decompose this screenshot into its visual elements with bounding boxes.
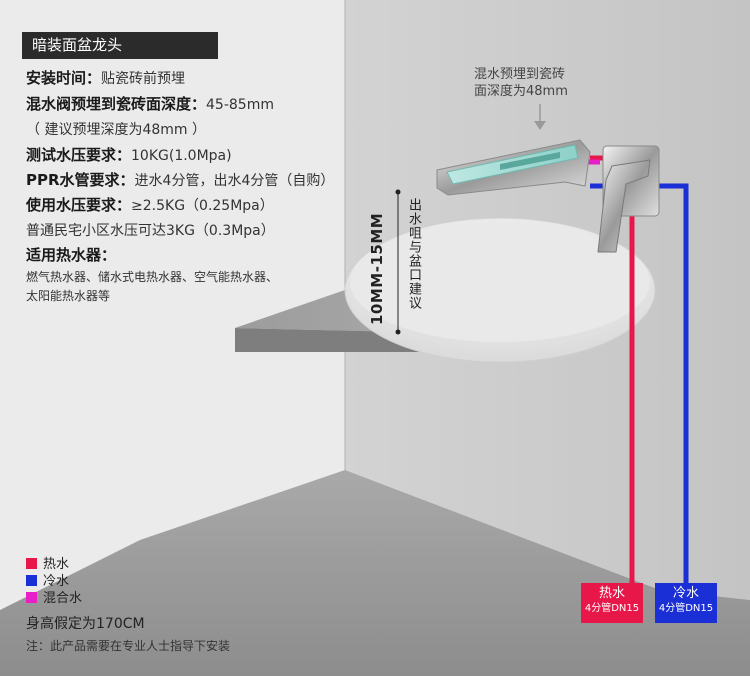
spec-value: ≥2.5KG（0.25Mpa） [131,198,274,214]
legend-label: 混合水 [43,591,83,606]
hot-pipe-name: 热水 [598,586,625,601]
spec-key: 适用热水器： [26,246,117,264]
spec-ppr-pipe: PPR水管要求：进水4分管，出水4分管（自购） [26,169,334,190]
handle-lever [597,159,651,253]
floor [0,470,750,676]
height-note: 身高假定为170CM [26,616,145,632]
heaters-line-2: 太阳能热水器等 [26,289,111,303]
distance-dim-end-bottom [395,329,401,335]
callout-line-2: 面深度为48mm [474,84,568,99]
hot-swatch-icon [26,558,37,569]
spec-use-pressure: 使用水压要求：≥2.5KG（0.25Mpa） [26,194,274,215]
spec-residential-pressure: 普通民宅小区水压可达3KG（0.3Mpa） [26,220,275,240]
legend-label: 热水 [43,557,70,572]
spec-embed-depth: 混水阀预埋到瓷砖面深度：45-85mm [26,93,274,114]
legend-mixed: 混合水 [26,591,82,607]
spec-key: PPR水管要求： [26,171,135,189]
spec-value: （ 建议预埋深度为48mm ） [26,122,206,138]
mixed-swatch-icon [26,592,37,603]
spec-key: 使用水压要求： [26,196,132,214]
spec-key: 测试水压要求： [26,146,132,164]
basin-bowl [350,222,650,342]
cold-pipe-name: 冷水 [672,586,699,601]
embed-depth-callout: 混水预埋到瓷砖 面深度为48mm [474,66,568,100]
spec-install-time: 安装时间：贴瓷砖前预埋 [26,67,185,88]
heaters-line-1: 燃气热水器、储水式电热水器、空气能热水器、 [26,270,279,284]
spout-slot [500,152,560,170]
spec-embed-recommend: （ 建议预埋深度为48mm ） [26,119,206,139]
distance-dim-label: 10MM-15MM [368,212,386,325]
cold-pipe-label: 冷水 4分管DN15 [655,583,717,623]
spec-key: 混水阀预埋到瓷砖面深度： [26,95,207,113]
cold-swatch-icon [26,575,37,586]
spec-key: 安装时间： [26,69,102,87]
legend-hot: 热水 [26,557,69,573]
spec-value: 贴瓷砖前预埋 [101,71,186,87]
spec-heaters: 适用热水器： [26,244,116,265]
distance-note: 出水咀与盆口建议 [406,198,421,310]
spec-value: 进水4分管，出水4分管（自购） [134,173,335,189]
cold-pipe-spec: 4分管DN15 [658,603,714,614]
page-title: 暗装面盆龙头 [22,32,218,59]
spec-value: 普通民宅小区水压可达3KG（0.3Mpa） [26,223,275,239]
install-note: 注：此产品需要在专业人士指导下安装 [26,639,231,653]
hot-pipe-label: 热水 4分管DN15 [581,583,643,623]
distance-dim-end-top [395,189,401,195]
callout-line-1: 混水预埋到瓷砖 [474,67,566,82]
callout-arrow-head [534,121,546,130]
spec-value: 10KG(1.0Mpa) [131,148,232,164]
spec-value: 45-85mm [206,97,274,113]
spec-test-pressure: 测试水压要求：10KG(1.0Mpa) [26,144,232,165]
legend-label: 冷水 [43,574,70,589]
hot-pipe-spec: 4分管DN15 [584,603,640,614]
legend-cold: 冷水 [26,574,69,590]
